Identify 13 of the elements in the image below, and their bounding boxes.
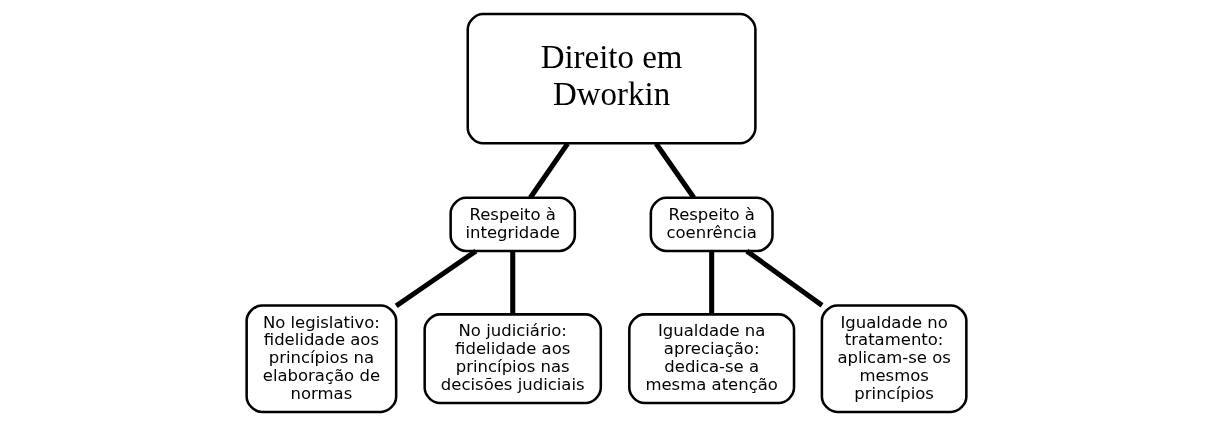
connector: [653, 141, 696, 199]
node-box: Igualdade na apreciação: dedica-se a mesma atenção: [627, 312, 795, 404]
connector: [509, 250, 515, 314]
node-box: Respeito à coenrência: [649, 196, 774, 252]
node-box: Igualdade no tratamento: aplicam-se os mesmos princípios: [820, 303, 968, 413]
node-box: Direito em Dworkin: [466, 12, 757, 145]
connector: [394, 248, 477, 308]
node-box: No judiciário: fidelidade aos princípios nas decisões judiciais: [422, 312, 602, 404]
connector: [708, 250, 714, 314]
connector: [527, 141, 570, 199]
node-box: No legislativo: fidelidade aos princípios na elaboração de normas: [244, 303, 397, 413]
node-box: Respeito à integridade: [448, 196, 576, 252]
connector: [744, 248, 824, 307]
